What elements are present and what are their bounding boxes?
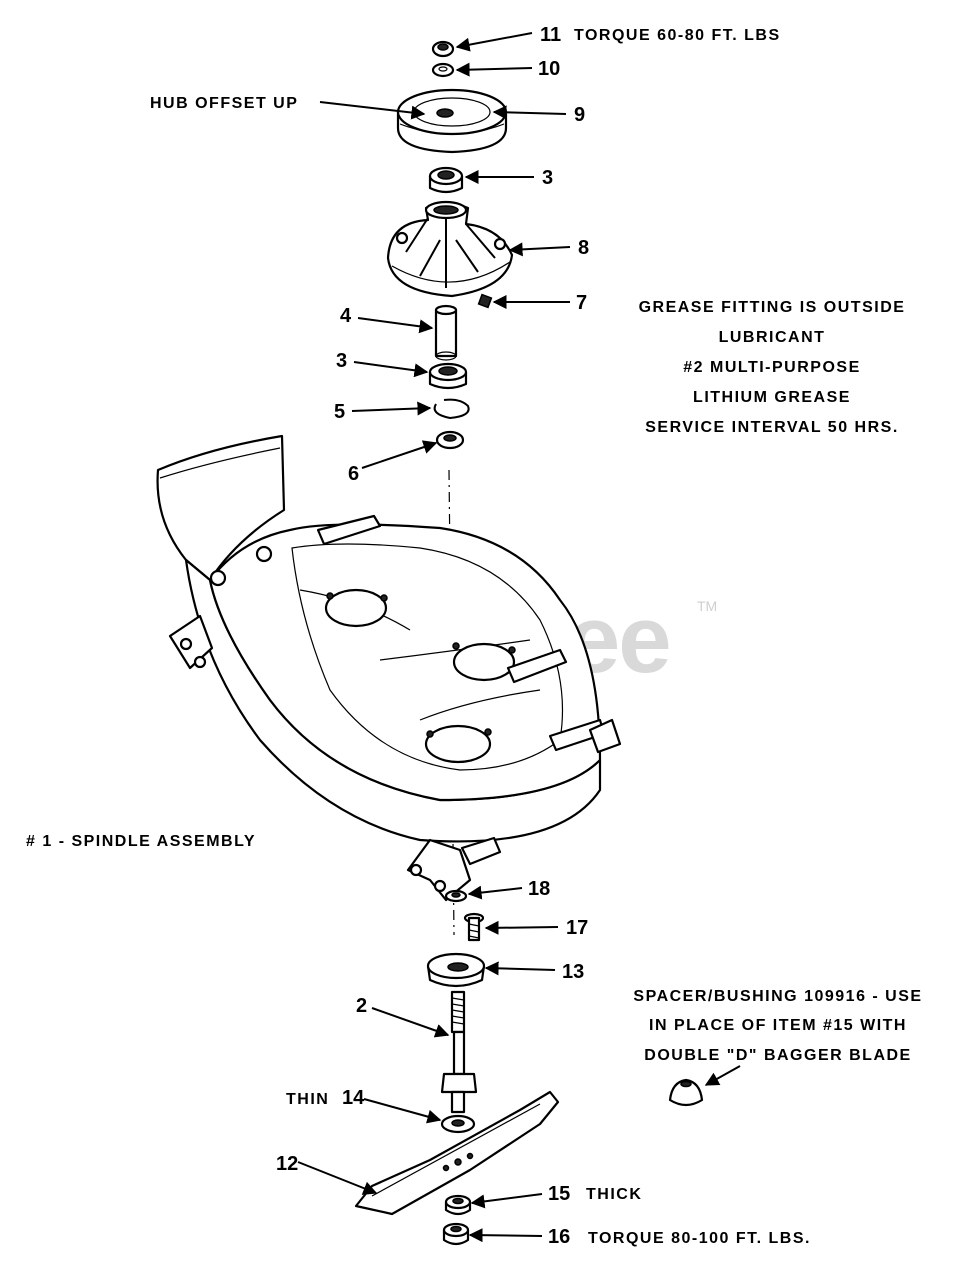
part-5-snap-ring bbox=[433, 398, 470, 420]
note-grease-line-5: SERVICE INTERVAL 50 HRS. bbox=[645, 419, 899, 436]
notes: TORQUE 60-80 FT. LBS HUB OFFSET UP GREAS… bbox=[26, 27, 922, 1247]
callout-18: 18 bbox=[528, 878, 550, 900]
callout-12: 12 bbox=[276, 1153, 298, 1175]
spacer-bushing-109916 bbox=[668, 1078, 704, 1107]
mower-deck bbox=[156, 434, 622, 902]
leader-arrows bbox=[297, 32, 741, 1243]
deck-hole-right bbox=[452, 642, 516, 682]
note-thin: THIN bbox=[286, 1091, 329, 1108]
note-grease-line-2: LUBRICANT bbox=[719, 329, 826, 346]
part-17-bolt bbox=[463, 912, 485, 942]
note-torque-bottom: TORQUE 80-100 FT. LBS. bbox=[588, 1230, 811, 1247]
part-15-washer-thick bbox=[444, 1194, 472, 1216]
callout-10: 10 bbox=[538, 58, 560, 80]
callout-14: 14 bbox=[342, 1087, 365, 1109]
callout-3-upper: 3 bbox=[542, 167, 553, 189]
note-spacer-line-2: IN PLACE OF ITEM #15 WITH bbox=[649, 1017, 907, 1034]
callout-3-lower: 3 bbox=[336, 350, 347, 372]
callout-11: 11 bbox=[540, 24, 561, 46]
part-4-spacer-tube bbox=[434, 304, 458, 361]
callout-7: 7 bbox=[576, 292, 587, 314]
part-2-spindle-shaft bbox=[440, 990, 478, 1114]
part-14-washer-thin bbox=[440, 1114, 476, 1134]
part-3-bearing-upper bbox=[428, 166, 464, 194]
callout-5: 5 bbox=[334, 401, 345, 423]
part-6-seal bbox=[435, 430, 465, 450]
part-13-hub bbox=[426, 952, 486, 988]
note-spacer-line-3: DOUBLE "D" BAGGER BLADE bbox=[644, 1047, 911, 1064]
callout-6: 6 bbox=[348, 463, 359, 485]
part-16-nut bbox=[442, 1222, 470, 1246]
watermark-trademark: TM bbox=[697, 598, 717, 614]
deck-hole-left bbox=[324, 588, 388, 628]
callout-15: 15 bbox=[548, 1183, 570, 1205]
note-grease-line-3: #2 MULTI-PURPOSE bbox=[683, 359, 861, 376]
note-thick: THICK bbox=[586, 1186, 642, 1203]
part-12-blade bbox=[354, 1090, 560, 1216]
callout-4: 4 bbox=[340, 305, 352, 327]
callout-2: 2 bbox=[356, 995, 367, 1017]
callout-16: 16 bbox=[548, 1226, 570, 1248]
callout-13: 13 bbox=[562, 961, 584, 983]
callout-9: 9 bbox=[574, 104, 585, 126]
note-grease-line-1: GREASE FITTING IS OUTSIDE bbox=[639, 299, 906, 316]
note-spindle-assembly: # 1 - SPINDLE ASSEMBLY bbox=[26, 833, 256, 850]
callout-8: 8 bbox=[578, 237, 589, 259]
part-7-grease-fitting bbox=[477, 293, 493, 309]
note-torque-top: TORQUE 60-80 FT. LBS bbox=[574, 27, 781, 44]
part-11-nut bbox=[431, 40, 455, 58]
callout-17: 17 bbox=[566, 917, 588, 939]
part-18-washer bbox=[444, 889, 468, 903]
part-9-pulley bbox=[396, 88, 508, 154]
note-grease-line-4: LITHIUM GREASE bbox=[693, 389, 851, 406]
part-3-bearing-lower bbox=[428, 362, 468, 390]
deck-hole-center bbox=[424, 724, 492, 764]
part-10-washer bbox=[431, 62, 455, 78]
part-8-spindle-housing bbox=[386, 200, 514, 298]
note-spacer-line-1: SPACER/BUSHING 109916 - USE bbox=[633, 988, 922, 1005]
note-hub-offset: HUB OFFSET UP bbox=[150, 95, 298, 112]
callout-numbers: 11 10 9 3 8 7 4 3 5 6 18 17 13 2 14 12 1… bbox=[276, 24, 589, 1248]
